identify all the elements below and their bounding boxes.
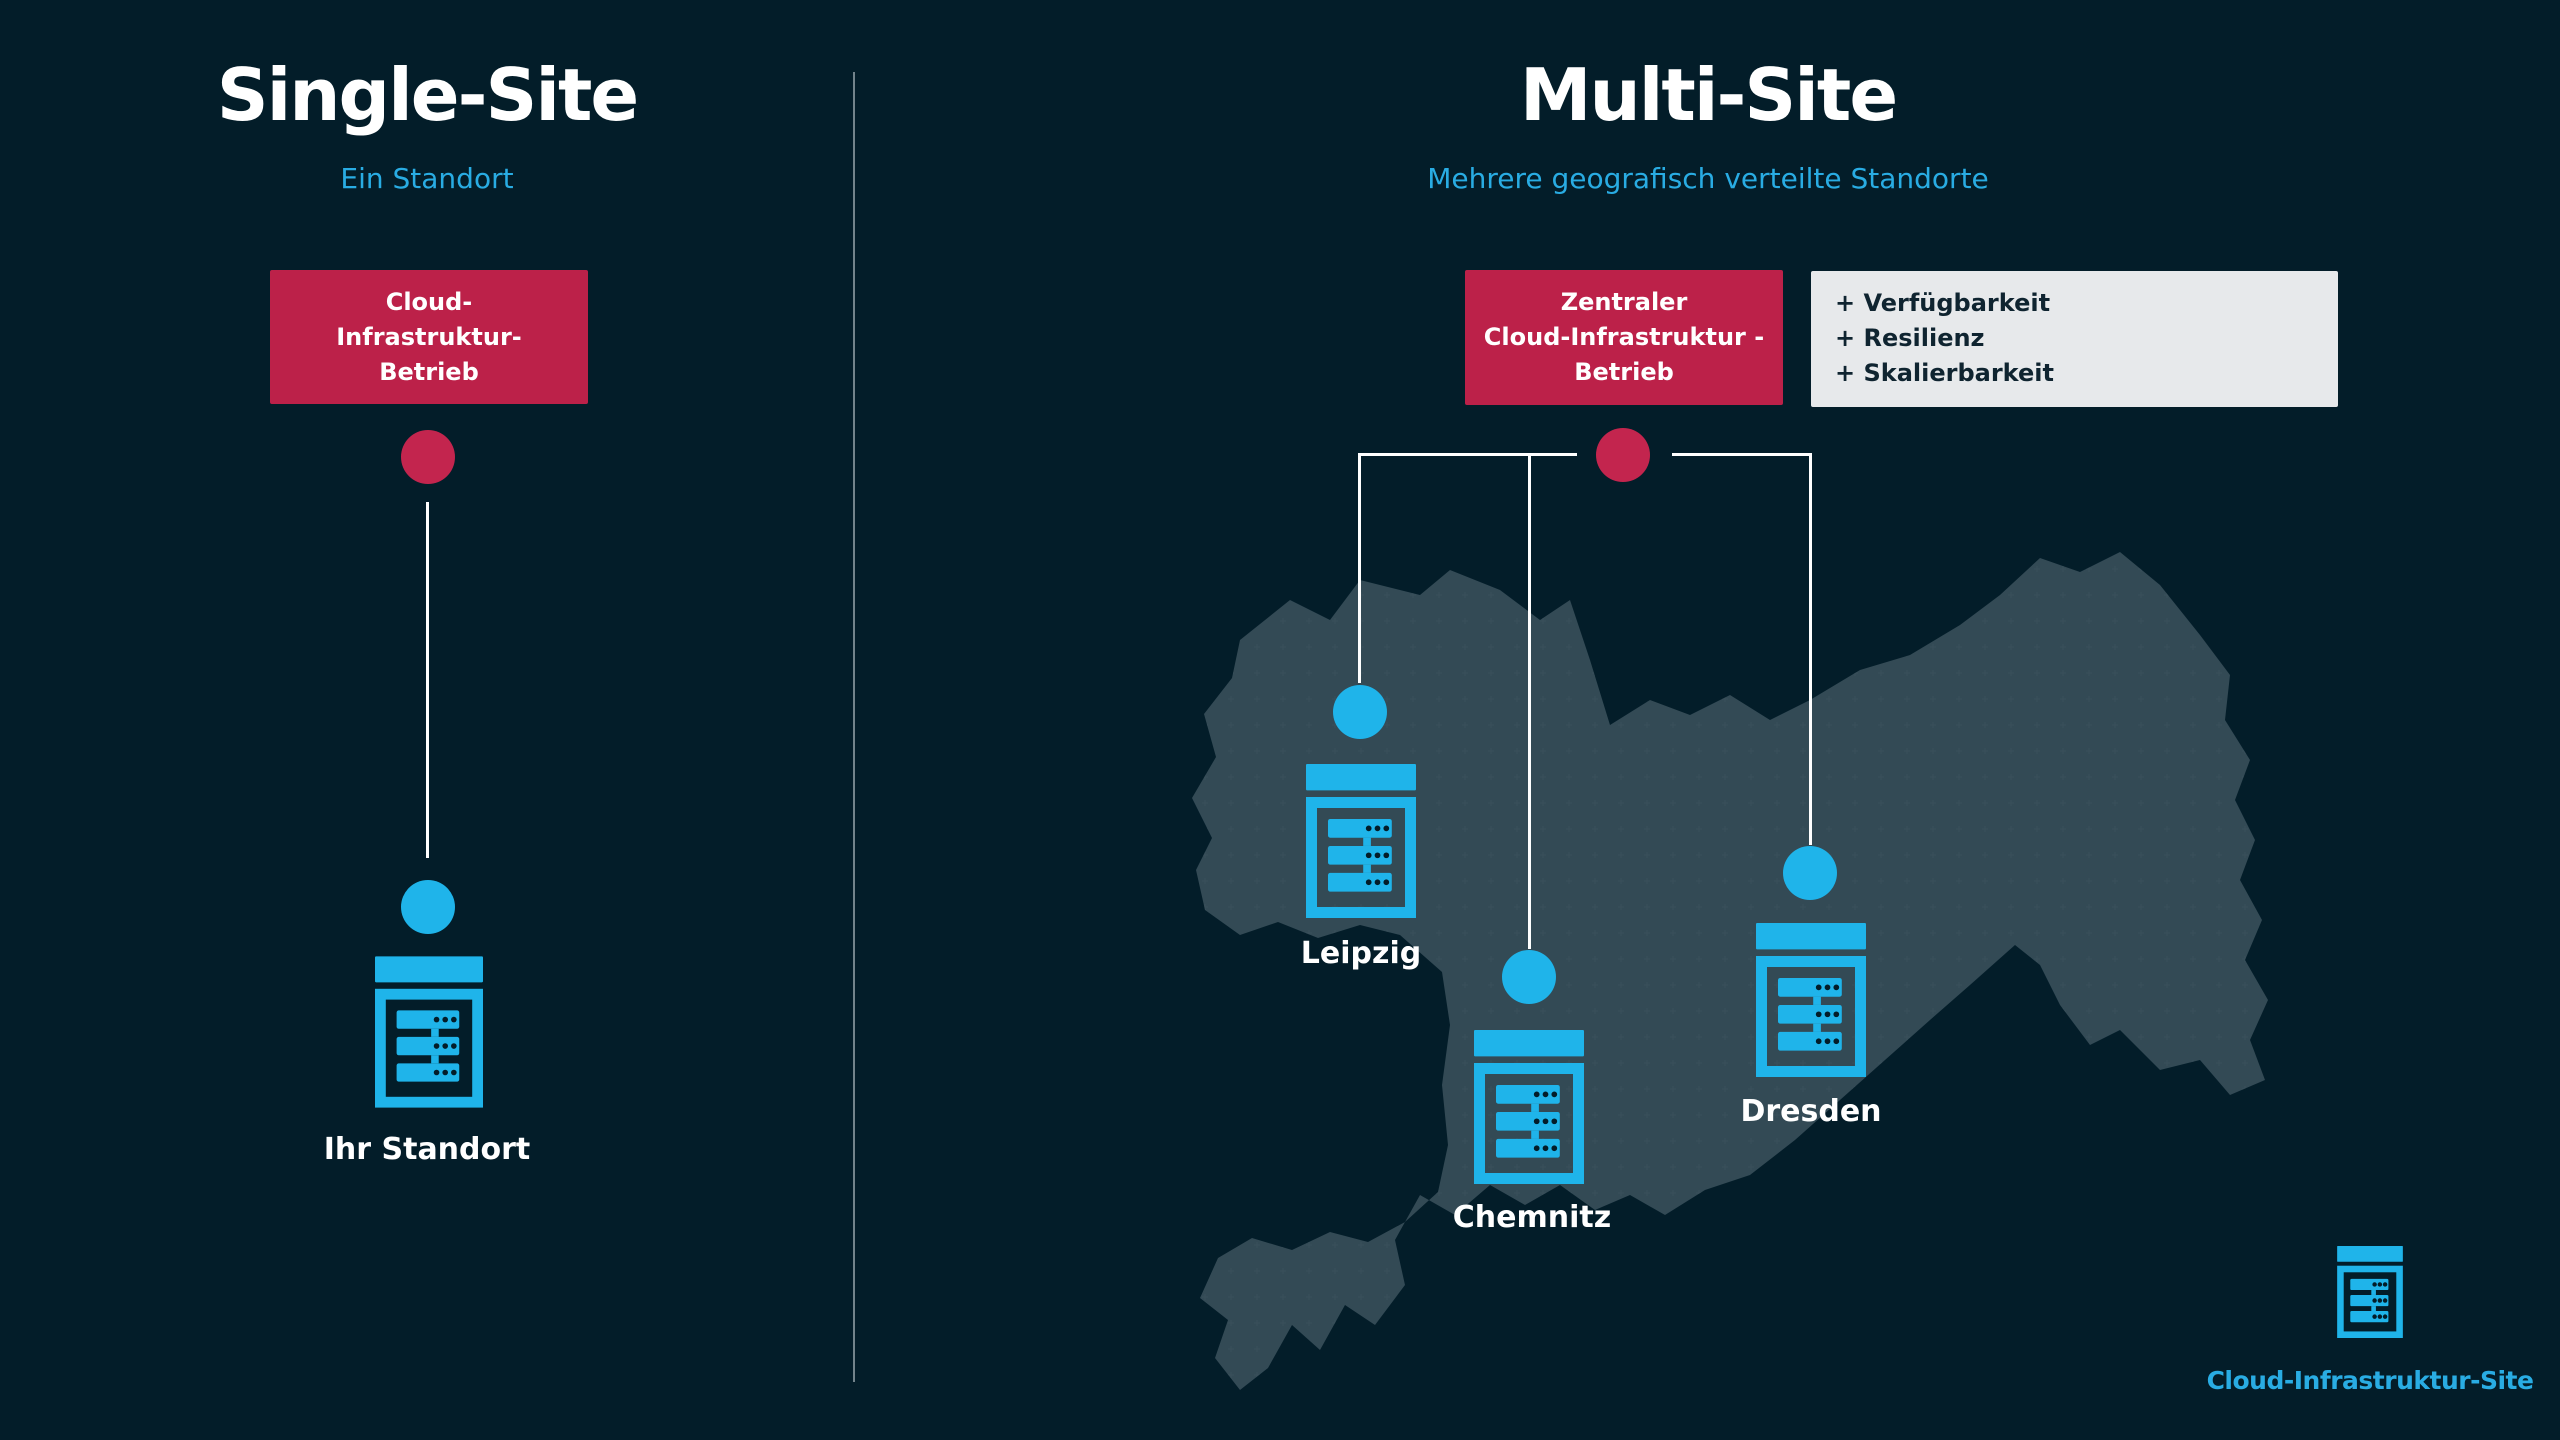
single-site-connection-line bbox=[426, 502, 429, 858]
panel-divider-line bbox=[853, 72, 855, 1382]
single-site-subtitle: Ein Standort bbox=[340, 162, 514, 195]
benefit-scalability: + Skalierbarkeit bbox=[1835, 359, 2054, 387]
server-rack-icon-single-site bbox=[375, 956, 483, 1108]
branch-line-horizontal-right bbox=[1672, 453, 1812, 456]
single-site-origin-dot bbox=[401, 430, 455, 484]
saxony-map bbox=[1140, 530, 2280, 1410]
leipzig-endpoint-dot bbox=[1333, 685, 1387, 739]
multi-site-title: Multi-Site bbox=[1519, 53, 1898, 137]
chemnitz-label: Chemnitz bbox=[1452, 1200, 1612, 1235]
branch-line-dresden bbox=[1809, 453, 1812, 845]
your-location-label: Ihr Standort bbox=[323, 1132, 531, 1167]
single-site-title: Single-Site bbox=[216, 53, 640, 137]
multi-site-origin-dot bbox=[1596, 428, 1650, 482]
multi-site-subtitle: Mehrere geografisch verteilte Standorte bbox=[1427, 162, 1989, 195]
chemnitz-endpoint-dot bbox=[1502, 950, 1556, 1004]
server-rack-icon-dresden bbox=[1756, 923, 1866, 1077]
branch-line-horizontal-left bbox=[1360, 453, 1577, 456]
leipzig-label: Leipzig bbox=[1300, 936, 1422, 971]
legend-label: Cloud-Infrastruktur-Site bbox=[2206, 1366, 2534, 1395]
dresden-label: Dresden bbox=[1740, 1094, 1882, 1129]
central-operations-box: Zentraler Cloud-Infrastruktur - Betrieb bbox=[1465, 270, 1783, 405]
benefit-availability: + Verfügbarkeit bbox=[1835, 289, 2051, 317]
single-site-operations-box: Cloud- Infrastruktur- Betrieb bbox=[270, 270, 588, 404]
branch-line-leipzig bbox=[1358, 453, 1361, 683]
server-rack-icon-chemnitz bbox=[1474, 1030, 1584, 1184]
branch-line-chemnitz bbox=[1528, 453, 1531, 949]
server-rack-icon-leipzig bbox=[1306, 764, 1416, 918]
dresden-endpoint-dot bbox=[1783, 846, 1837, 900]
benefits-box: + Verfügbarkeit + Resilienz + Skalierbar… bbox=[1811, 271, 2338, 407]
server-rack-icon-legend bbox=[2337, 1246, 2403, 1338]
single-site-endpoint-dot bbox=[401, 880, 455, 934]
benefit-resilience: + Resilienz bbox=[1835, 324, 1985, 352]
